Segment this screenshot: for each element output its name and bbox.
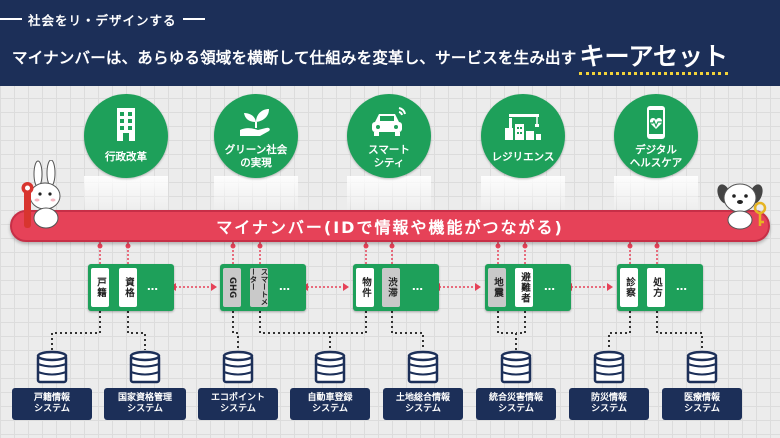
more-indicator: …	[147, 280, 159, 293]
system-land-information: 土地総合情報 システム	[383, 388, 463, 420]
card-shikaku: 資格	[119, 268, 137, 307]
database-icon	[685, 350, 719, 386]
hub-administrative: 戸籍 資格 …	[88, 264, 174, 311]
diagram: 行政改革 グリーン社会 の実現 スマート シティ	[0, 86, 780, 438]
card-consultation: 診察	[620, 268, 638, 307]
card-property: 物件	[356, 268, 374, 307]
database-icon	[128, 350, 162, 386]
hub-smart-city: 物件 渋滞 …	[353, 264, 439, 311]
system-national-qualification: 国家資格管理 システム	[104, 388, 186, 420]
hub-green: GHG スマートメーター …	[220, 264, 306, 311]
domain-glow-1	[84, 176, 168, 214]
database-icon	[406, 350, 440, 386]
system-koseki: 戸籍情報 システム	[12, 388, 92, 420]
domain-label: スマート シティ	[368, 144, 410, 169]
more-indicator: …	[676, 280, 688, 293]
hub-db-links	[51, 311, 703, 350]
database-icon	[592, 350, 626, 386]
domain-smart-city: スマート シティ	[347, 94, 431, 178]
hub-healthcare: 診察 処方 …	[617, 264, 703, 311]
link-dots	[97, 243, 660, 249]
headline: マイナンバーは、あらゆる領域を横断して仕組みを変革し、サービスを生み出す キーア…	[12, 36, 728, 75]
card-congestion: 渋滞	[382, 268, 400, 307]
card-evacuee: 避難者	[515, 268, 533, 307]
kicker-text: 社会をリ・デザインする	[28, 12, 177, 28]
card-ghg: GHG	[223, 268, 241, 307]
system-disaster-prevention: 防災情報 システム	[569, 388, 649, 420]
more-indicator: …	[544, 280, 556, 293]
headline-main: マイナンバーは、あらゆる領域を横断して仕組みを変革し、サービスを生み出す	[12, 49, 577, 67]
header-banner: 社会をリ・デザインする マイナンバーは、あらゆる領域を横断して仕組みを変革し、サ…	[0, 0, 780, 86]
domain-glow-3	[347, 176, 431, 214]
domain-label: 行政改革	[105, 151, 147, 163]
system-eco-point: エコポイント システム	[198, 388, 278, 420]
domain-green-society: グリーン社会 の実現	[214, 94, 298, 178]
system-integrated-disaster: 統合災害情報 システム	[476, 388, 556, 420]
database-icon	[35, 350, 69, 386]
domain-glow-5	[614, 176, 698, 214]
dog-mascot-icon	[716, 178, 770, 234]
card-smart-meter: スマートメーター	[250, 268, 268, 307]
bar-hub-links	[99, 242, 658, 264]
government-building-icon	[84, 104, 168, 141]
database-icon	[221, 350, 255, 386]
kicker-rule-left	[0, 18, 22, 20]
domain-glow-4	[481, 176, 565, 214]
domain-digital-healthcare: デジタル ヘルスケア	[614, 94, 698, 178]
kicker-rule-right	[182, 18, 205, 20]
card-koseki: 戸籍	[91, 268, 109, 307]
domain-label: グリーン社会 の実現	[224, 144, 288, 169]
database-icon	[313, 350, 347, 386]
domain-label: レジリエンス	[491, 151, 555, 163]
crane-city-icon	[481, 104, 565, 140]
rabbit-mascot-icon	[20, 159, 74, 238]
more-indicator: …	[279, 280, 291, 293]
my-number-bar: マイナンバー(IDで情報や機能がつながる)	[10, 210, 770, 242]
system-medical-information: 医療情報 システム	[662, 388, 742, 420]
hand-plant-icon	[214, 104, 298, 140]
database-icon	[499, 350, 533, 386]
domain-label: デジタル ヘルスケア	[629, 144, 683, 169]
system-vehicle-registration: 自動車登録 システム	[290, 388, 370, 420]
headline-accent: キーアセット	[579, 42, 728, 75]
hub-resilience: 地震 避難者 …	[485, 264, 571, 311]
domain-resilience: レジリエンス	[481, 94, 565, 178]
domain-administrative-reform: 行政改革	[84, 94, 168, 178]
more-indicator: …	[412, 280, 424, 293]
domain-glow-2	[214, 176, 298, 214]
card-earthquake: 地震	[488, 268, 506, 307]
card-prescription: 処方	[647, 268, 665, 307]
connected-car-icon	[347, 104, 431, 140]
kicker: 社会をリ・デザインする	[0, 9, 205, 29]
smartphone-heart-icon	[614, 104, 698, 140]
